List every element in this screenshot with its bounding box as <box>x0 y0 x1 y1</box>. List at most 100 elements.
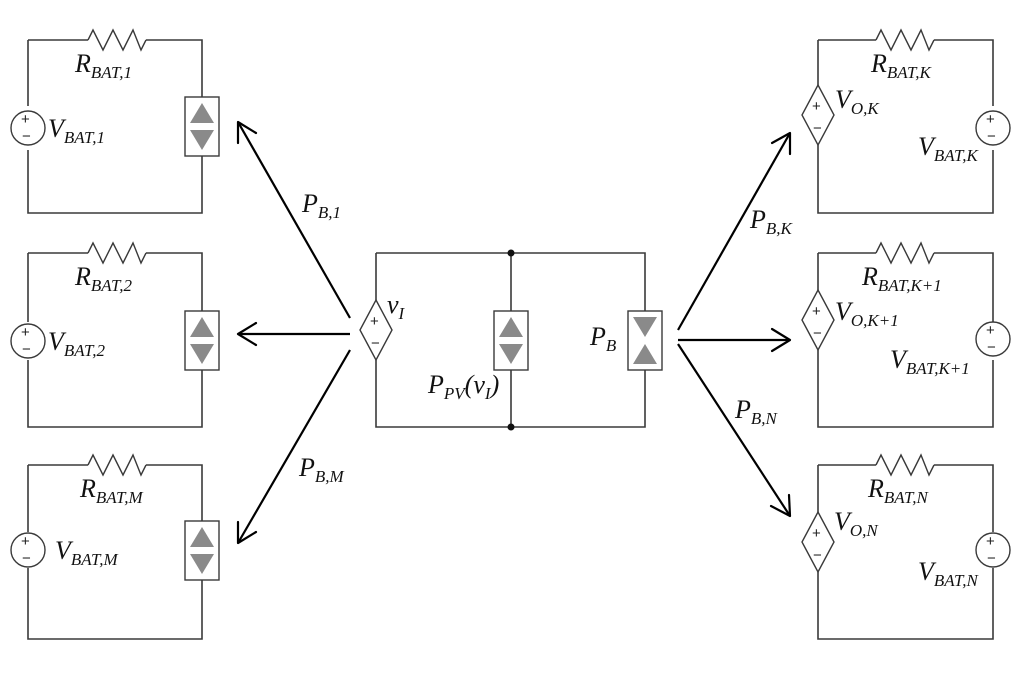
svg-text:PB: PB <box>589 322 617 355</box>
svg-text:+: + <box>370 313 379 330</box>
svg-text:VBAT,K: VBAT,K <box>918 132 979 165</box>
power-flow-arrows: PB,1 PB,M PB,K PB,N <box>236 120 794 545</box>
resistor-icon <box>875 241 935 265</box>
pb-power-sink-icon <box>627 310 663 371</box>
svg-text:−: − <box>22 341 31 358</box>
power-source-icon <box>184 96 220 157</box>
right-circuit-n: + − + − RBAT,N VO,N VBAT,N <box>801 453 1011 640</box>
svg-text:−: − <box>813 120 822 137</box>
power-source-icon <box>184 520 220 581</box>
pb-n-label: P <box>734 395 751 424</box>
dependent-voltage-source-icon: + − <box>801 288 835 352</box>
left-circuit-2: + − RBAT,2 VBAT,2 <box>10 241 220 428</box>
voltage-source-icon: + − <box>975 532 1011 568</box>
svg-text:+: + <box>812 98 821 115</box>
svg-text:VO,N: VO,N <box>834 507 879 540</box>
power-source-icon <box>184 310 220 371</box>
svg-text:+: + <box>21 324 30 341</box>
v-bat-n-label: V <box>918 557 937 586</box>
resistor-icon <box>87 453 147 477</box>
svg-text:+: + <box>21 111 30 128</box>
svg-text:−: − <box>371 335 380 352</box>
v-bat-1-label: V <box>48 114 67 143</box>
r-bat-n-label: R <box>867 474 884 503</box>
dependent-voltage-source-icon: + − <box>359 298 393 362</box>
svg-text:VBAT,M: VBAT,M <box>55 536 118 569</box>
svg-text:PB,1: PB,1 <box>301 189 341 222</box>
resistor-icon <box>87 241 147 265</box>
svg-text:−: − <box>987 550 996 567</box>
arrow-head-icon <box>236 520 258 545</box>
svg-text:RBAT,2: RBAT,2 <box>74 262 132 295</box>
svg-text:RBAT,1: RBAT,1 <box>74 49 132 82</box>
r-bat-k-plus-1-label: R <box>861 262 878 291</box>
center-circuit: + − vI PPV(vI) PB <box>359 249 663 431</box>
r-bat-k-label: R <box>870 49 887 78</box>
svg-text:vI: vI <box>387 290 406 323</box>
vo-k-plus-1-label: V <box>835 297 854 326</box>
svg-text:VBAT,K+1: VBAT,K+1 <box>890 345 970 378</box>
svg-text:+: + <box>986 111 995 128</box>
v-bat-k-label: V <box>918 132 937 161</box>
right-circuit-k: + − + − RBAT,K VO,K VBAT,K <box>801 28 1011 214</box>
svg-text:−: − <box>22 128 31 145</box>
right-circuit-k-plus-1: + − + − RBAT,K+1 VO,K+1 VBAT,K+1 <box>801 241 1011 428</box>
svg-text:RBAT,K: RBAT,K <box>870 49 932 82</box>
vo-n-label: V <box>834 507 853 536</box>
arrow-head-icon <box>236 120 258 145</box>
svg-text:+: + <box>21 533 30 550</box>
r-bat-1-label: R <box>74 49 91 78</box>
svg-text:VBAT,N: VBAT,N <box>918 557 979 590</box>
resistor-icon <box>875 453 935 477</box>
dependent-voltage-source-icon: + − <box>801 83 835 147</box>
voltage-source-icon: + − <box>975 321 1011 357</box>
left-circuit-m: + − RBAT,M VBAT,M <box>10 453 220 640</box>
vi-label: v <box>387 290 399 319</box>
svg-text:PB,K: PB,K <box>749 205 794 238</box>
svg-text:RBAT,N: RBAT,N <box>867 474 929 507</box>
voltage-source-icon: + − <box>10 110 46 146</box>
resistor-icon <box>87 28 147 52</box>
svg-text:VO,K+1: VO,K+1 <box>835 297 899 330</box>
v-bat-k-plus-1-label: V <box>890 345 909 374</box>
svg-text:−: − <box>987 128 996 145</box>
svg-text:PB,N: PB,N <box>734 395 779 428</box>
left-circuit-1: + − RBAT,1 VBAT,1 <box>10 28 220 214</box>
pb-m-label: P <box>298 453 315 482</box>
voltage-source-icon: + − <box>10 323 46 359</box>
pv-power-source-icon <box>493 310 529 371</box>
svg-text:RBAT,M: RBAT,M <box>79 474 143 507</box>
svg-text:PB,M: PB,M <box>298 453 345 486</box>
arrow-head-icon <box>770 131 792 156</box>
vo-k-label: V <box>835 85 854 114</box>
svg-text:PPV(vI): PPV(vI) <box>427 370 499 403</box>
v-bat-2-label: V <box>48 327 67 356</box>
pb-k-label: P <box>749 205 766 234</box>
svg-text:VBAT,1: VBAT,1 <box>48 114 105 147</box>
svg-text:VO,K: VO,K <box>835 85 880 118</box>
arrow-head-icon <box>236 321 258 347</box>
svg-text:−: − <box>987 339 996 356</box>
v-bat-m-label: V <box>55 536 74 565</box>
dependent-voltage-source-icon: + − <box>801 510 835 574</box>
svg-text:−: − <box>813 325 822 342</box>
resistor-icon <box>875 28 935 52</box>
voltage-source-icon: + − <box>975 110 1011 146</box>
arrow-head-icon <box>769 493 792 518</box>
r-bat-2-label: R <box>74 262 91 291</box>
voltage-source-icon: + − <box>10 532 46 568</box>
pb-1-label: P <box>301 189 318 218</box>
ppv-label: P <box>427 370 444 399</box>
svg-text:VBAT,2: VBAT,2 <box>48 327 105 360</box>
svg-text:−: − <box>813 547 822 564</box>
r-bat-m-label: R <box>79 474 96 503</box>
svg-text:−: − <box>22 550 31 567</box>
svg-text:+: + <box>986 322 995 339</box>
svg-text:+: + <box>812 525 821 542</box>
arrow-head-icon <box>770 327 792 353</box>
pb-label: P <box>589 322 606 351</box>
svg-text:RBAT,K+1: RBAT,K+1 <box>861 262 942 295</box>
svg-text:+: + <box>986 533 995 550</box>
svg-text:+: + <box>812 303 821 320</box>
